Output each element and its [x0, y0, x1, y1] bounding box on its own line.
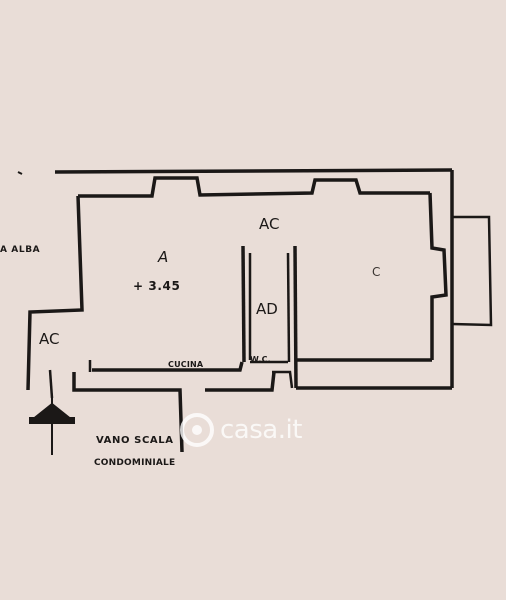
condominiale-label: CONDOMINIALE — [94, 458, 176, 468]
room-area-label: + 3.45 — [133, 279, 181, 293]
ac-top-label: AC — [259, 215, 280, 233]
watermark-text: casa.it — [220, 415, 302, 445]
arrow-left-stub — [17, 171, 23, 175]
balcony — [451, 215, 493, 327]
wall-stair — [205, 371, 276, 392]
wall-bottom-outer — [72, 372, 184, 453]
watermark: casa.it — [180, 413, 302, 447]
ad-label: AD — [256, 300, 278, 318]
wall-top-inner — [78, 176, 430, 198]
wall-left-inner — [48, 369, 54, 399]
wall-right-inner — [428, 192, 448, 360]
corridor-right — [293, 245, 298, 389]
entrance-marker — [29, 396, 75, 455]
corridor-right-inner — [286, 252, 291, 363]
room-a-label: A — [158, 248, 169, 266]
corridor-left — [241, 245, 246, 363]
casa-logo-icon — [180, 413, 214, 447]
wc-walls — [250, 360, 294, 389]
street-label: A ALBA — [0, 245, 41, 255]
vano-scala-label: VANO SCALA — [96, 435, 174, 446]
wc-label: W.C. — [250, 355, 271, 364]
room-c-label: C — [372, 265, 381, 279]
ac-left-label: AC — [39, 330, 60, 348]
wall-top-outer — [54, 168, 453, 174]
cucina-label: CUCINA — [168, 360, 204, 369]
wall-left — [26, 195, 84, 391]
wall-bottom-inner — [92, 361, 244, 372]
